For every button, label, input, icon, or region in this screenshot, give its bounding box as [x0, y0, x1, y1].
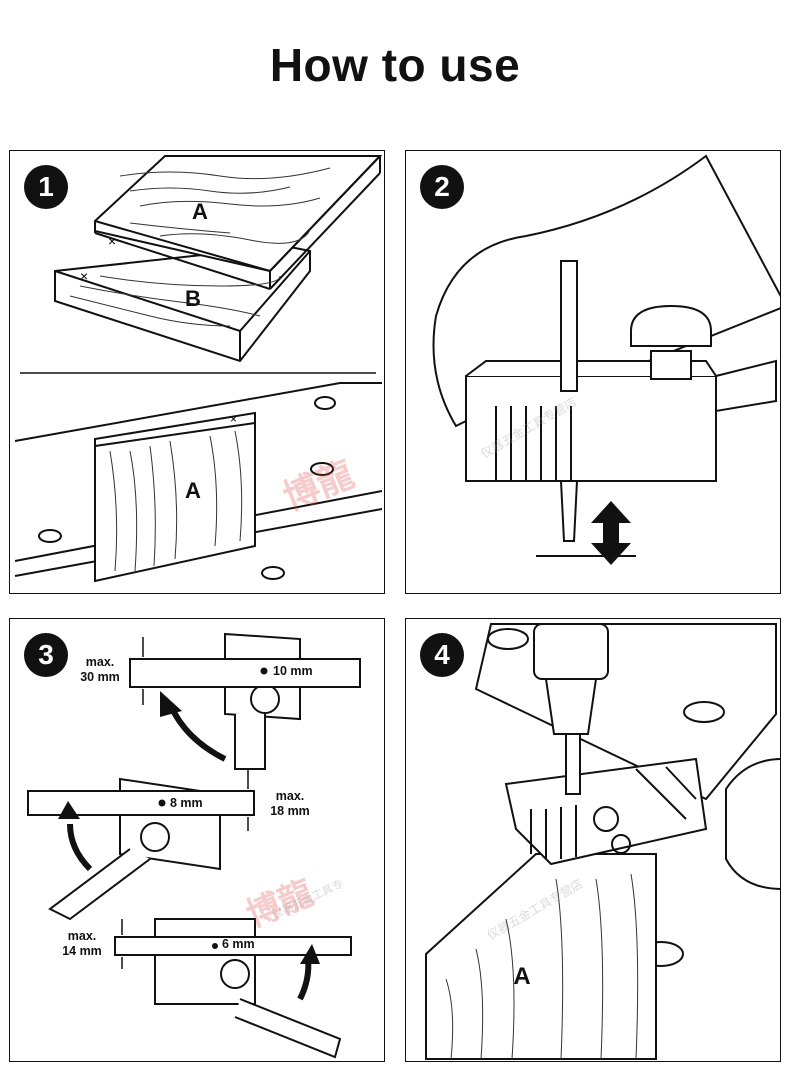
mark-x-a: × [108, 233, 116, 249]
board-a-clamped-label: A [185, 478, 201, 503]
board-a-label: A [513, 963, 530, 990]
step-3-panel: 3 [9, 618, 385, 1062]
hole-8mm-label: 8 mm [170, 796, 203, 810]
step-3-illustration: 博龍 仪器五金工具专 [27, 632, 361, 1059]
step-1-badge: 1 [24, 165, 68, 209]
max-30mm-label: max. 30 mm [80, 655, 120, 684]
step-2-illustration: 仪器五金工具专营店 [432, 154, 780, 565]
mark-x-top: × [230, 412, 237, 426]
step-3-badge: 3 [24, 633, 68, 677]
board-b-label: B [185, 286, 201, 311]
step-1-illustration: A B × × A × 博龍 [14, 155, 383, 583]
step-2-panel: 2 仪器五金工具专营店 [405, 150, 781, 594]
max-18mm-label: max. 18 mm [270, 789, 310, 818]
step-4-badge: 4 [420, 633, 464, 677]
step-2-badge: 2 [420, 165, 464, 209]
step-4-panel: 4 A 仪 [405, 618, 781, 1062]
board-a-label: A [192, 199, 208, 224]
hole-6mm-label: 6 mm [222, 937, 255, 951]
step-1-panel: 1 A B × × [9, 150, 385, 594]
step-4-illustration: A 仪器五金工具专营店 [425, 623, 780, 1060]
watermark: 博龍 [277, 453, 360, 519]
max-14mm-label: max. 14 mm [62, 929, 102, 958]
hole-10mm-label: 10 mm [273, 664, 313, 678]
mark-x-b: × [80, 268, 88, 284]
page-title: How to use [269, 39, 521, 91]
